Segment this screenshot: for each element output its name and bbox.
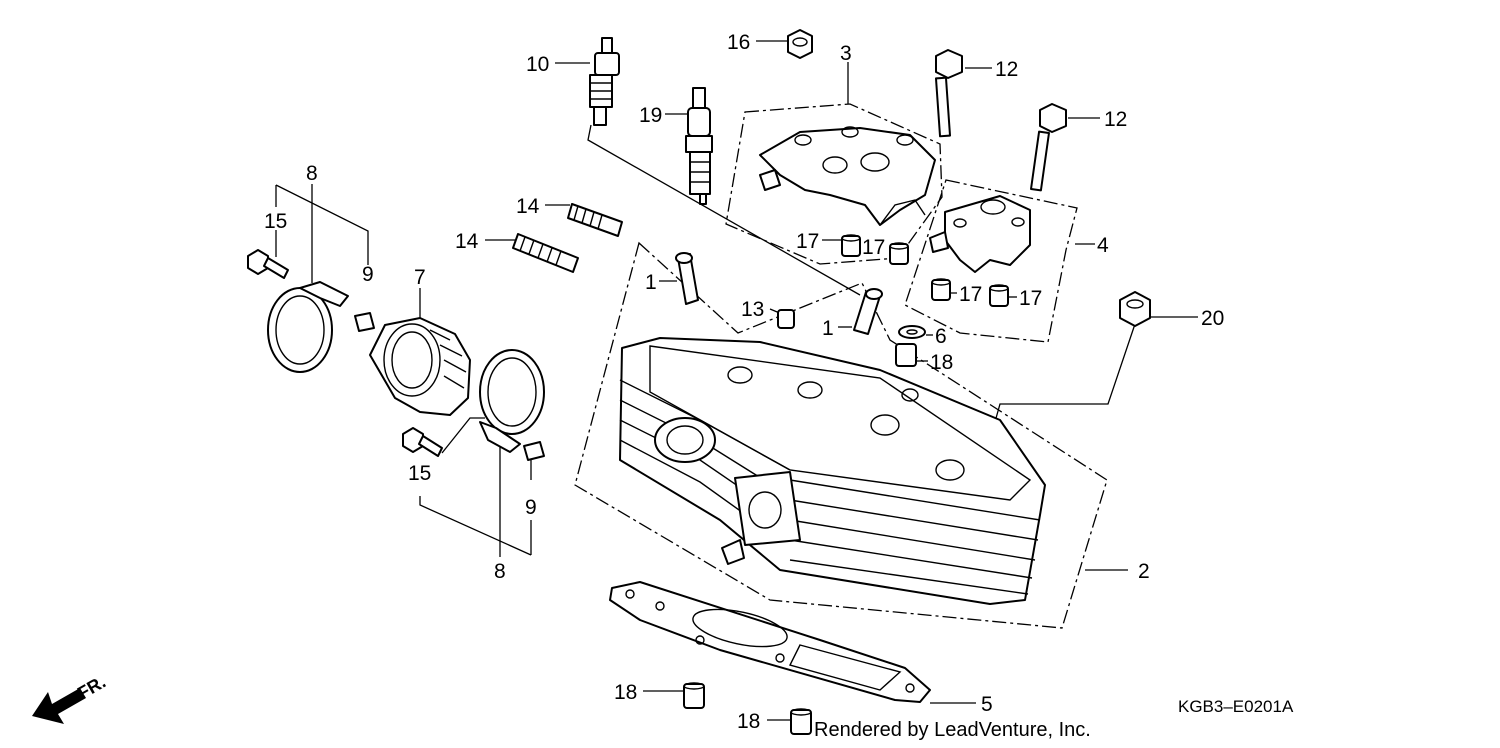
callout-8-upper: 8 xyxy=(306,162,318,185)
callout-14-upper: 14 xyxy=(516,195,540,218)
callout-5: 5 xyxy=(981,693,993,716)
callout-19: 19 xyxy=(639,104,662,127)
washer-6 xyxy=(898,325,926,339)
dowel-17-b xyxy=(889,242,909,265)
callout-1-left: 1 xyxy=(645,271,657,294)
dowel-17-c xyxy=(931,278,951,301)
dowel-17-a xyxy=(841,234,861,257)
callout-18-upper: 18 xyxy=(930,351,953,374)
bolt-12-right xyxy=(1030,103,1067,192)
callout-9-upper: 9 xyxy=(362,263,374,286)
callout-4: 4 xyxy=(1097,234,1109,257)
dowel-13 xyxy=(777,309,795,329)
callout-12-upper: 12 xyxy=(995,58,1018,81)
dowel-18-upper xyxy=(895,343,917,367)
callout-16: 16 xyxy=(727,31,750,54)
cap-nut-20 xyxy=(1119,291,1151,327)
head-gasket-5 xyxy=(609,581,931,703)
callout-10: 10 xyxy=(526,53,549,76)
callout-8-lower: 8 xyxy=(494,560,506,583)
clamp-nut-9-right xyxy=(523,441,545,461)
dowel-18-lower-right xyxy=(790,708,812,735)
credit-text: Rendered by LeadVenture, Inc. xyxy=(814,719,1091,741)
clamp-nut-9-left xyxy=(354,312,375,332)
callout-3: 3 xyxy=(840,42,852,65)
dowel-17-d xyxy=(989,284,1009,307)
cam-holder-3 xyxy=(759,126,936,226)
callout-17-c: 17 xyxy=(959,283,982,306)
callout-17-a: 17 xyxy=(796,230,819,253)
bolt-15-upper xyxy=(247,249,289,279)
stud-14-lower xyxy=(512,233,579,273)
callout-18-lower-left: 18 xyxy=(614,681,637,704)
callout-13: 13 xyxy=(741,298,764,321)
callout-6: 6 xyxy=(935,325,947,348)
sensor-plug-10 xyxy=(589,37,620,126)
callout-17-d: 17 xyxy=(1019,287,1042,310)
guide-1-right xyxy=(853,288,883,335)
callout-20: 20 xyxy=(1201,307,1224,330)
bolt-12-left xyxy=(934,49,963,138)
callout-labels: 10 16 3 12 12 19 14 14 17 17 17 17 4 1 1… xyxy=(264,31,1224,733)
bolt-15-lower xyxy=(402,427,443,457)
leader-lines xyxy=(275,40,1198,721)
insulator-7 xyxy=(369,317,471,416)
cam-holder-4 xyxy=(929,195,1031,273)
guide-1-left xyxy=(675,252,699,305)
callout-12-lower: 12 xyxy=(1104,108,1127,131)
callout-2: 2 xyxy=(1138,560,1150,583)
clamp-8-left xyxy=(267,281,349,373)
dowel-18-lower-left xyxy=(683,682,705,709)
callout-14-lower: 14 xyxy=(455,230,479,253)
callout-15-upper: 15 xyxy=(264,210,287,233)
callout-1-right: 1 xyxy=(822,317,834,340)
callout-7: 7 xyxy=(414,266,426,289)
front-direction-arrow: FR. xyxy=(32,672,109,724)
callout-17-b: 17 xyxy=(862,236,885,259)
stud-14-upper xyxy=(567,203,623,237)
callout-15-lower: 15 xyxy=(408,462,431,485)
clamp-8-right xyxy=(479,349,545,453)
cylinder-head-2 xyxy=(619,337,1046,605)
nut-16 xyxy=(787,29,813,59)
callout-18-lower-right: 18 xyxy=(737,710,760,733)
spark-plug-19 xyxy=(685,87,713,205)
diagram-code: KGB3–E0201A xyxy=(1178,697,1294,716)
callout-9-lower: 9 xyxy=(525,496,537,519)
